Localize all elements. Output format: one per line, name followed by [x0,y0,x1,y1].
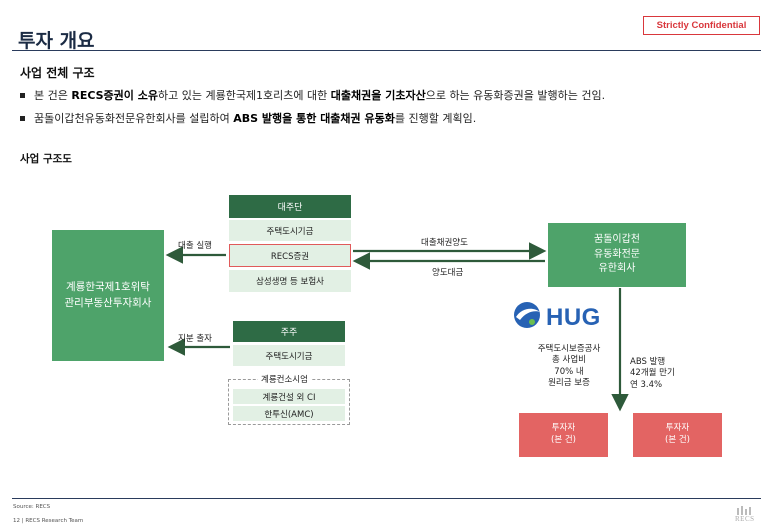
bullet-emphasis: RECS증권이 소유 [71,89,158,102]
shareholder-group-header: 주주 [233,321,345,342]
bullet-run: 으로 하는 유동화증권을 발행하는 건임. [425,89,606,102]
bullet-emphasis: 대출채권을 기초자산 [330,89,426,102]
bullet-square-icon [20,92,25,98]
lender-group-header: 대주단 [229,195,351,218]
bullet-run: 를 진행할 계획임. [394,112,477,125]
confidential-badge: Strictly Confidential [643,16,760,35]
page-title: 투자 개요 [18,30,95,52]
hug-logo-icon [514,302,540,328]
spc-entity-box: 꿈돌이갑천 유동화전문 유한회사 [548,223,686,287]
hug-logo-text: HUG [546,304,601,331]
equity-arrow-label: 지분 출자 [178,334,212,344]
bullet-emphasis: ABS 발행을 통한 대출채권 유동화 [233,112,395,125]
hug-guarantee-text: 주택도시보증공사 총 사업비 70% 내 원리금 보증 [537,344,601,389]
bullet-text-2: 꿈돌이갑천유동화전문유한회사를 설립하여 ABS 발행을 통한 대출채권 유동화… [34,112,476,125]
investor-box-1: 투자자 (본 건) [519,413,608,457]
bullet-item-1: 본 건은 RECS증권이 소유하고 있는 계룡한국제1호리츠에 대한 대출채권을… [20,87,605,103]
abs-issue-text: ABS 발행 42개월 만기 연 3.4% [630,357,675,390]
loan-arrow-label: 대출 실행 [178,241,212,251]
diagram-title: 사업 구조도 [20,153,72,165]
title-divider [12,50,761,51]
lender-row-3: 삼성생명 등 보험사 [229,270,351,292]
footer-page: 12 | RECS Research Team [13,518,84,524]
payment-arrow-label: 양도대금 [432,268,464,278]
consortium-label: 계룡컨소시엄 [258,373,311,385]
section-title: 사업 전체 구조 [20,66,95,80]
bullet-run: 본 건은 [34,89,72,102]
recs-logo-text: RECS [735,515,755,523]
bullet-item-2: 꿈돌이갑천유동화전문유한회사를 설립하여 ABS 발행을 통한 대출채권 유동화… [20,110,476,126]
investor-box-2: 투자자 (본 건) [633,413,722,457]
lender-row-recs: RECS증권 [229,244,351,267]
shareholder-row-1: 주택도시기금 [233,345,345,366]
reit-entity-box: 계룡한국제1호위탁 관리부동산투자회사 [52,230,164,361]
consortium-row-2: 한투신(AMC) [233,406,345,421]
bullet-square-icon [20,115,25,121]
bullet-run: 하고 있는 계룡한국제1호리츠에 대한 [157,89,331,102]
footer-source: Source: RECS [13,504,51,510]
consortium-row-1: 계룡건설 외 CI [233,389,345,404]
recs-logo-icon [737,506,751,515]
footer-divider [12,498,761,499]
bullet-text-1: 본 건은 RECS증권이 소유하고 있는 계룡한국제1호리츠에 대한 대출채권을… [34,89,605,102]
lender-row-1: 주택도시기금 [229,220,351,241]
bullet-run: 꿈돌이갑천유동화전문유한회사를 설립하여 [34,112,234,125]
transfer-arrow-label: 대출채권양도 [421,238,468,248]
